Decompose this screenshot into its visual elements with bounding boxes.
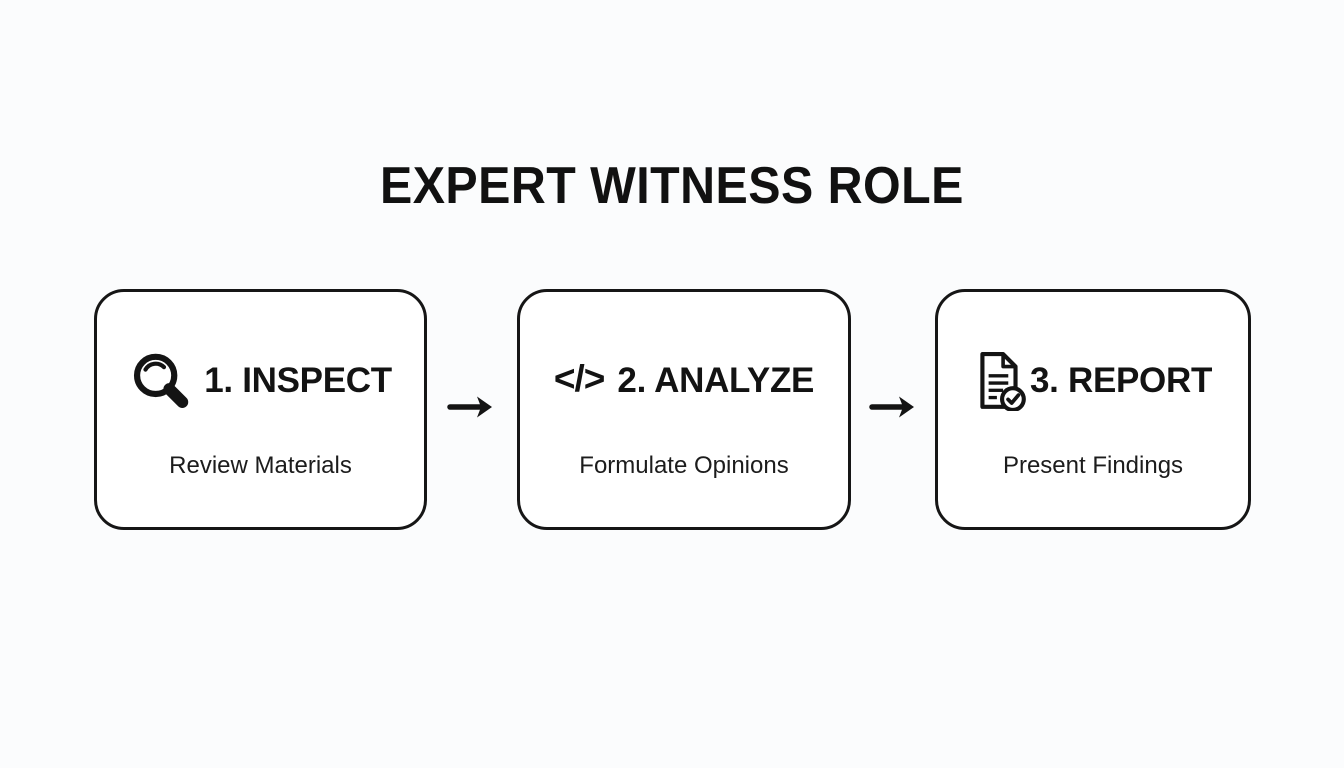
step-3-heading: 3. REPORT (1029, 361, 1213, 400)
step-3-header: 3. REPORT (938, 346, 1248, 416)
step-box-report: 3. REPORT Present Findings (935, 289, 1251, 530)
page-title: EXPERT WITNESS ROLE (0, 158, 1344, 214)
step-1-header: 1. INSPECT (97, 346, 424, 416)
step-3-subtitle: Present Findings (1002, 452, 1184, 479)
magnifier-search-icon (129, 351, 191, 411)
arrow-right-icon (869, 392, 917, 422)
page-title-text: EXPERT WITNESS ROLE (380, 157, 964, 215)
code-tags-icon: </> (553, 358, 605, 399)
step-box-inspect: 1. INSPECT Review Materials (94, 289, 427, 530)
arrow-right-icon (447, 392, 495, 422)
step-2-heading: 2. ANALYZE (617, 361, 815, 400)
step-box-analyze: </> 2. ANALYZE Formulate Opinions (517, 289, 851, 530)
document-check-icon (974, 351, 1026, 411)
step-1-heading: 1. INSPECT (204, 361, 392, 400)
step-2-header: </> 2. ANALYZE (520, 346, 848, 416)
step-2-subtitle: Formulate Opinions (579, 452, 789, 479)
step-1-subtitle: Review Materials (169, 452, 352, 479)
